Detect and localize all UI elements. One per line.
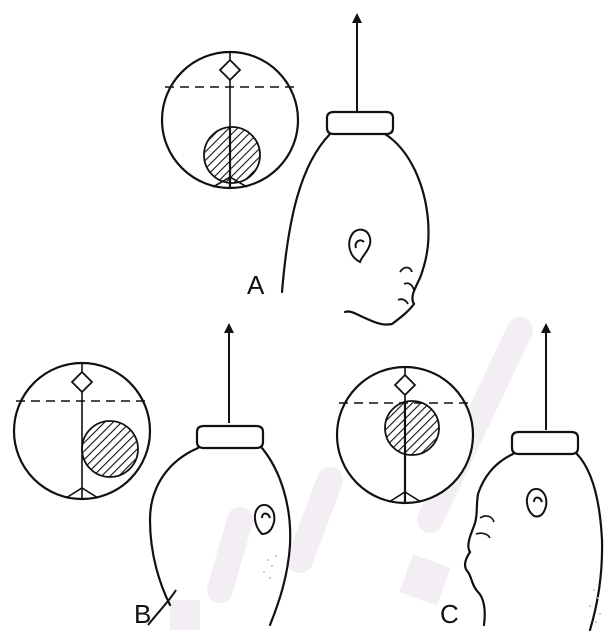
panel-c	[337, 328, 602, 630]
panel-b-view-circle	[14, 363, 150, 499]
panel-a-view-circle	[162, 52, 298, 188]
transducer-pad-icon	[512, 432, 578, 454]
panel-label-c: C	[440, 601, 459, 627]
panel-b	[14, 328, 290, 625]
ear-c	[527, 489, 546, 517]
ear-b	[255, 505, 274, 534]
panel-a	[162, 18, 429, 325]
panel-label-a: A	[247, 272, 264, 298]
panel-c-view-circle	[337, 367, 473, 503]
panel-label-b: B	[134, 601, 151, 627]
head-silhouette-c	[465, 454, 602, 630]
head-silhouette-a	[282, 134, 429, 325]
transducer-pad-icon	[197, 426, 263, 448]
ear-a	[349, 230, 370, 262]
transducer-pad-icon	[327, 112, 393, 134]
